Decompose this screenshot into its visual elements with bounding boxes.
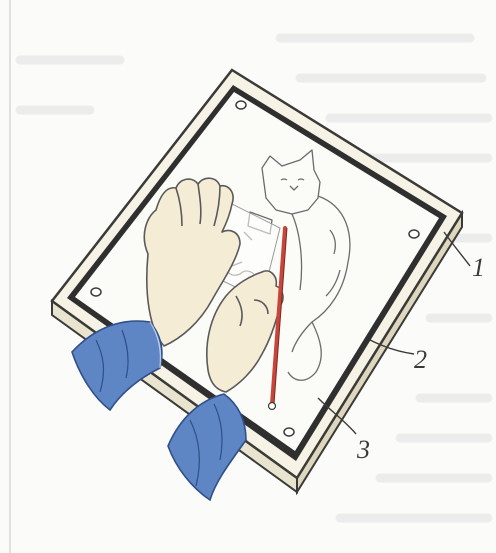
callout-3: 3 [356,435,370,464]
callout-2: 2 [414,345,427,374]
screw-icon [91,288,101,296]
screw-icon [236,101,246,109]
screw-icon [284,428,294,436]
screw-icon [409,230,419,238]
callout-1: 1 [472,253,485,282]
right-sleeve [168,394,246,500]
